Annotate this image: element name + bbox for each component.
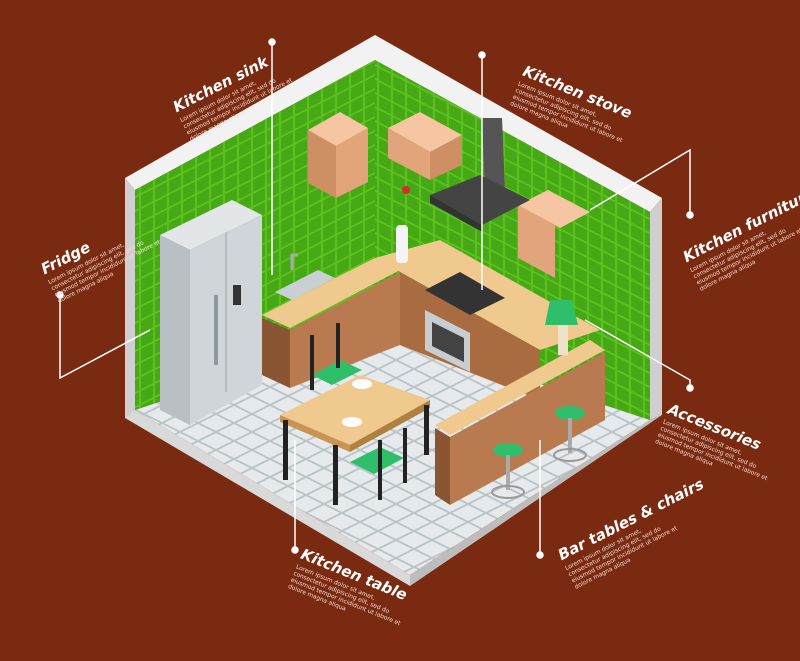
bar-stool <box>553 406 587 462</box>
fridge <box>160 200 262 425</box>
bar-stool <box>491 443 525 499</box>
cooktop <box>425 272 505 315</box>
bar-counter <box>435 340 605 505</box>
stove-counter <box>375 240 600 400</box>
table-lamp <box>545 300 578 355</box>
flower <box>402 186 410 194</box>
chair <box>350 428 407 500</box>
vase <box>396 225 408 263</box>
kitchen-table <box>280 375 430 505</box>
callout-lines <box>56 38 694 559</box>
sink-counter <box>262 253 400 388</box>
wall-cabinets <box>308 112 590 278</box>
chair <box>310 323 362 390</box>
range-hood <box>430 118 530 232</box>
